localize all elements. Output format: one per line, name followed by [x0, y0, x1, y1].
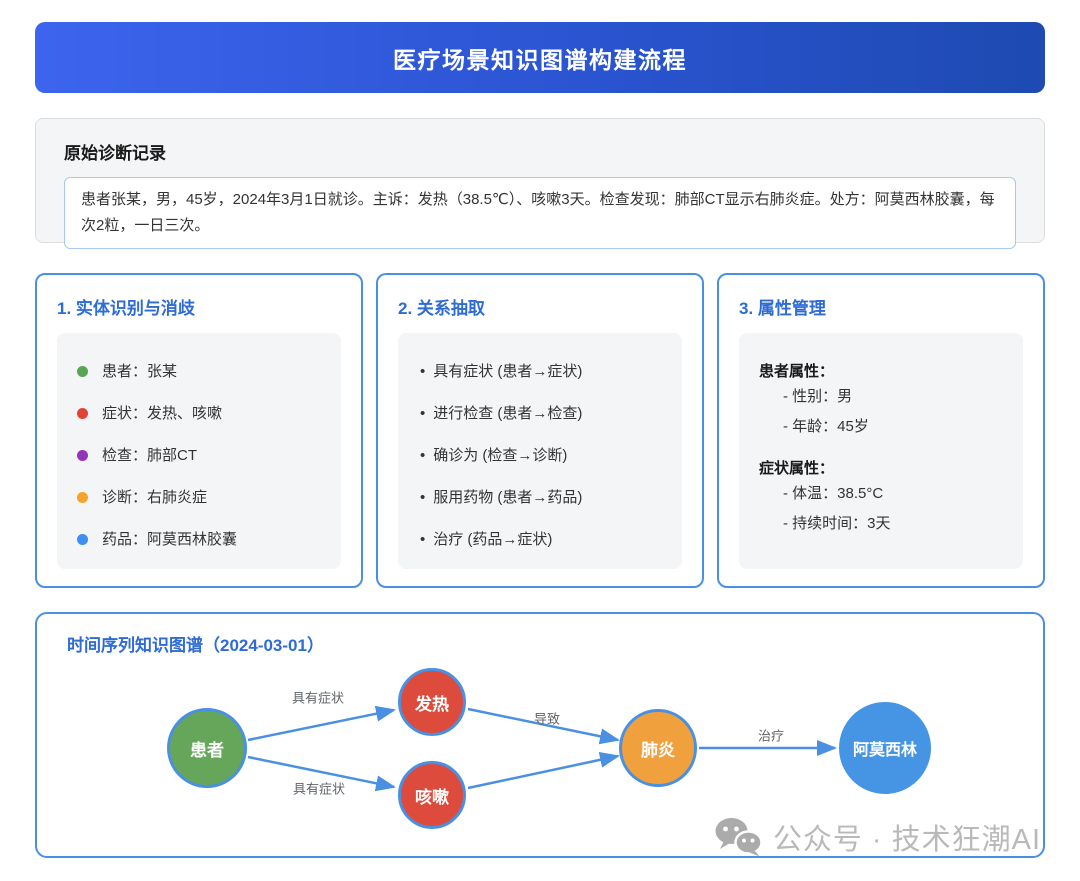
entity-label: 药品：阿莫西林胶囊 [102, 531, 238, 548]
entity-dot-drug [77, 534, 88, 545]
knowledge-graph-card: 时间序列知识图谱（2024-03-01） 具有症状 具有症状 导致 治疗 患者 … [35, 612, 1045, 858]
entity-row-exam: 检查：肺部CT [77, 445, 321, 466]
edge-fever-pneumonia [467, 707, 620, 745]
entity-row-patient: 患者：张某 [77, 361, 321, 382]
entity-row-drug: 药品：阿莫西林胶囊 [77, 529, 321, 550]
card-attribute-title: 3. 属性管理 [739, 299, 826, 318]
attr-group-label: 患者属性： [759, 363, 835, 380]
entity-label: 患者：张某 [102, 363, 178, 380]
relation-row: 进行检查 (患者→检查) [418, 403, 662, 424]
card-relation-extraction: 2. 关系抽取 具有症状 (患者→症状) 进行检查 (患者→检查) 确诊为 (检… [376, 273, 704, 588]
graph-node-patient: 患者 [167, 708, 247, 788]
entity-label: 诊断：右肺炎症 [102, 489, 208, 506]
watermark-text: 公众号 · 技术狂潮AI [772, 824, 1041, 856]
card-entity-recognition: 1. 实体识别与消歧 患者：张某 症状：发热、咳嗽 检查：肺部CT 诊断：右肺炎… [35, 273, 363, 588]
page-title: 医疗场景知识图谱构建流程 [393, 46, 687, 73]
attr-group-symptom: 症状属性： - 体温：38.5°C - 持续时间：3天 [759, 458, 1003, 539]
card-entity-title: 1. 实体识别与消歧 [57, 299, 195, 318]
node-label: 咳嗽 [415, 787, 449, 807]
graph-node-fever: 发热 [398, 668, 466, 736]
diagnosis-record-card: 原始诊断记录 患者张某，男，45岁，2024年3月1日就诊。主诉：发热（38.5… [35, 118, 1045, 249]
node-label: 患者 [190, 740, 224, 760]
entity-dot-exam [77, 450, 88, 461]
attr-line: - 年龄：45岁 [783, 418, 869, 435]
entity-dot-diagnosis [77, 492, 88, 503]
edge-patient-cough [247, 755, 396, 792]
edge-label-has-symptom-2: 具有症状 [292, 781, 346, 797]
graph-node-amoxicillin: 阿莫西林 [839, 702, 931, 794]
node-label: 阿莫西林 [852, 742, 917, 759]
watermark: 公众号 · 技术狂潮AI [715, 816, 1041, 858]
knowledge-graph-title: 时间序列知识图谱（2024-03-01） [67, 636, 324, 655]
card-relation-title: 2. 关系抽取 [398, 299, 485, 318]
entity-label: 检查：肺部CT [102, 447, 197, 464]
relation-row: 具有症状 (患者→症状) [418, 361, 662, 382]
steps-row: 1. 实体识别与消歧 患者：张某 症状：发热、咳嗽 检查：肺部CT 诊断：右肺炎… [35, 273, 1045, 588]
diagnosis-record-box: 患者张某，男，45岁，2024年3月1日就诊。主诉：发热（38.5℃）、咳嗽3天… [64, 177, 1016, 249]
header-banner: 医疗场景知识图谱构建流程 [35, 22, 1045, 93]
attr-line: - 持续时间：3天 [783, 515, 891, 532]
attr-line: - 体温：38.5°C [783, 485, 884, 502]
diagnosis-record-text: 患者张某，男，45岁，2024年3月1日就诊。主诉：发热（38.5℃）、咳嗽3天… [81, 191, 995, 234]
graph-node-cough: 咳嗽 [398, 761, 466, 829]
node-label: 肺炎 [641, 740, 675, 760]
edge-label-treats: 治疗 [757, 728, 785, 744]
edge-cough-pneumonia [467, 751, 620, 790]
node-label: 发热 [415, 694, 449, 714]
attr-group-label: 症状属性： [759, 460, 835, 477]
edge-patient-fever [247, 705, 396, 742]
attribute-panel: 患者属性： - 性别：男 - 年龄：45岁 症状属性： - 体温：38.5°C … [739, 333, 1023, 569]
entity-dot-patient [77, 366, 88, 377]
entity-dot-symptom [77, 408, 88, 419]
edge-label-has-symptom-1: 具有症状 [291, 690, 345, 706]
graph-node-pneumonia: 肺炎 [619, 709, 697, 787]
edge-label-causes: 导致 [533, 711, 561, 727]
entity-row-diagnosis: 诊断：右肺炎症 [77, 487, 321, 508]
entity-row-symptom: 症状：发热、咳嗽 [77, 403, 321, 424]
card-attribute-management: 3. 属性管理 患者属性： - 性别：男 - 年龄：45岁 症状属性： - 体温… [717, 273, 1045, 588]
entity-label: 症状：发热、咳嗽 [102, 405, 223, 422]
attr-line: - 性别：男 [783, 388, 853, 405]
relation-row: 治疗 (药品→症状) [418, 529, 662, 550]
relation-row: 确诊为 (检查→诊断) [418, 445, 662, 466]
relation-list-panel: 具有症状 (患者→症状) 进行检查 (患者→检查) 确诊为 (检查→诊断) 服用… [398, 333, 682, 569]
entity-list-panel: 患者：张某 症状：发热、咳嗽 检查：肺部CT 诊断：右肺炎症 药品：阿莫西林胶囊 [57, 333, 341, 569]
diagnosis-record-title: 原始诊断记录 [64, 144, 166, 163]
relation-row: 服用药物 (患者→药品) [418, 487, 662, 508]
graph-edges [247, 705, 837, 792]
wechat-icon [715, 818, 763, 857]
attr-group-patient: 患者属性： - 性别：男 - 年龄：45岁 [759, 361, 1003, 442]
